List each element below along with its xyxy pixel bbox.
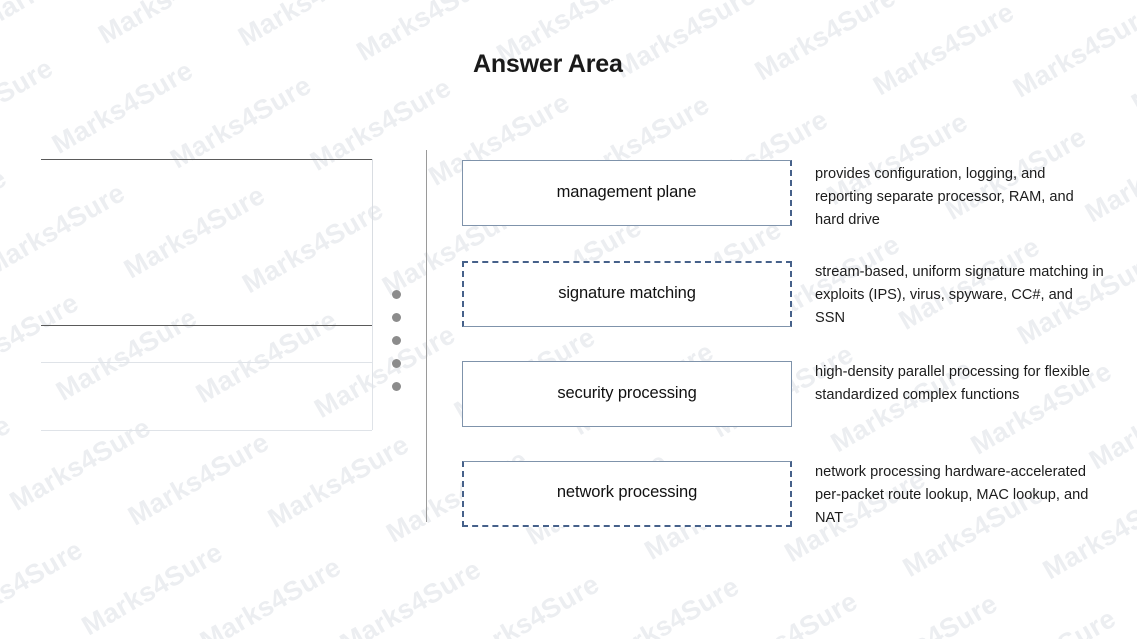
drag-dot [392,313,401,322]
answer-drop-table[interactable] [0,0,420,560]
option-box-network-processing[interactable]: network processing [462,461,792,527]
option-description-management-plane: provides configuration, logging, and rep… [815,166,1074,228]
option-box-signature-matching[interactable]: signature matching [462,261,792,327]
option-box-management-plane[interactable]: management plane [462,160,792,226]
option-description-network-processing: network processing hardware-accelerated … [815,464,1089,526]
option-label: security processing [557,383,697,402]
pane-divider [426,150,427,522]
page-title: Answer Area [473,50,623,78]
drag-dot [392,336,401,345]
drag-dot [392,359,401,368]
option-label: management plane [556,182,697,201]
drag-handle-dots[interactable] [392,290,406,405]
option-box-security-processing[interactable]: security processing [462,361,792,427]
drag-dot [392,382,401,391]
option-label: network processing [556,483,698,501]
drag-dot [392,290,401,299]
option-description-signature-matching: stream-based, uniform signature matching… [815,264,1104,326]
option-description-security-processing: high-density parallel processing for fle… [815,364,1090,403]
option-label: signature matching [558,284,696,302]
